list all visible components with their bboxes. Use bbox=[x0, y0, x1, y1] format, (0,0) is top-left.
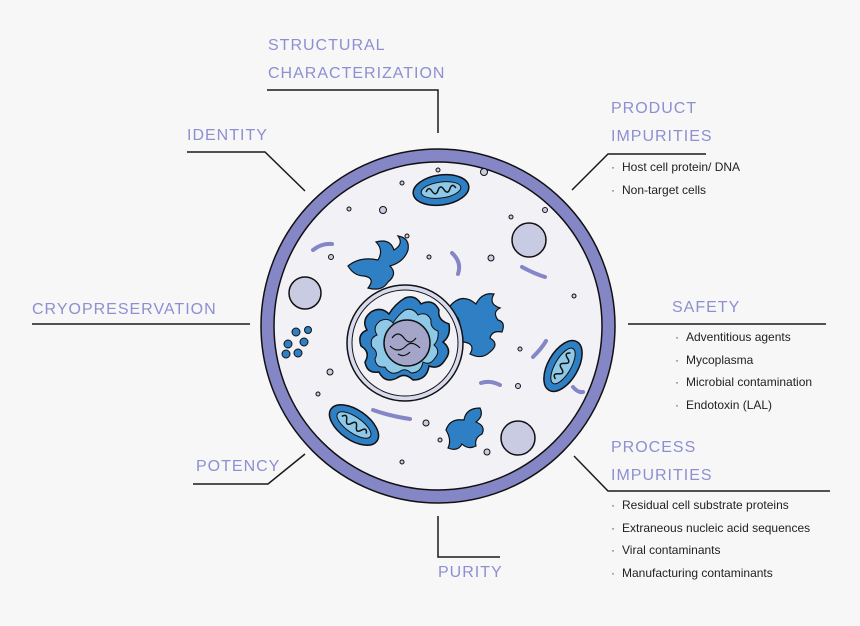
list-item: Microbial contamination bbox=[675, 371, 812, 394]
leader-potency bbox=[193, 453, 306, 485]
label-product-impurities: PRODUCT IMPURITIES bbox=[611, 95, 713, 151]
leader-structural bbox=[267, 89, 439, 133]
er-top-left bbox=[347, 235, 409, 290]
mitochondrion-right bbox=[543, 339, 583, 393]
list-item: Manufacturing contaminants bbox=[611, 562, 810, 585]
label-process-impurities: PROCESS IMPURITIES bbox=[611, 434, 713, 490]
list-item: Adventitious agents bbox=[675, 326, 812, 349]
cytoplasm-granules bbox=[315, 167, 577, 465]
list-item: Mycoplasma bbox=[675, 349, 812, 372]
list-item: Host cell protein/ DNA bbox=[611, 156, 740, 179]
vacuole-top-right bbox=[511, 222, 547, 258]
label-cryopreservation: CRYOPRESERVATION bbox=[32, 301, 217, 318]
er-bottom bbox=[445, 407, 484, 450]
label-product-line1: PRODUCT bbox=[611, 100, 698, 117]
label-identity: IDENTITY bbox=[187, 127, 268, 144]
leader-process-impurities bbox=[573, 455, 830, 492]
list-item: Endotoxin (LAL) bbox=[675, 394, 812, 417]
label-structural-line2: CHARACTERIZATION bbox=[268, 65, 446, 82]
nucleolus bbox=[383, 319, 431, 367]
leader-lines bbox=[32, 89, 830, 558]
leader-identity bbox=[187, 151, 306, 192]
label-structural-characterization: STRUCTURAL CHARACTERIZATION bbox=[268, 32, 445, 88]
process-impurities-list: Residual cell substrate proteins Extrane… bbox=[611, 494, 810, 584]
label-process-line2: IMPURITIES bbox=[611, 467, 713, 484]
nucleus bbox=[346, 284, 464, 402]
list-item: Non-target cells bbox=[611, 179, 740, 202]
filaments bbox=[311, 241, 585, 421]
product-impurities-list: Host cell protein/ DNA Non-target cells bbox=[611, 156, 740, 201]
leader-product-impurities bbox=[571, 153, 706, 191]
list-item: Viral contaminants bbox=[611, 539, 810, 562]
label-potency: POTENCY bbox=[196, 458, 281, 475]
vacuoles bbox=[288, 222, 547, 456]
vacuole-left bbox=[288, 276, 322, 310]
ribosome-cluster bbox=[281, 326, 312, 359]
mitochondrion-top bbox=[412, 173, 470, 207]
mitochondrion-bottom-left bbox=[328, 404, 380, 446]
label-process-line1: PROCESS bbox=[611, 439, 697, 456]
safety-list: Adventitious agents Mycoplasma Microbial… bbox=[675, 326, 812, 416]
label-structural-line1: STRUCTURAL bbox=[268, 37, 386, 54]
vacuole-bottom-right bbox=[500, 420, 536, 456]
label-purity: PURITY bbox=[438, 564, 503, 581]
list-item: Residual cell substrate proteins bbox=[611, 494, 810, 517]
label-product-line2: IMPURITIES bbox=[611, 128, 713, 145]
list-item: Extraneous nucleic acid sequences bbox=[611, 517, 810, 540]
leader-purity bbox=[437, 516, 500, 558]
label-safety: SAFETY bbox=[672, 299, 741, 316]
